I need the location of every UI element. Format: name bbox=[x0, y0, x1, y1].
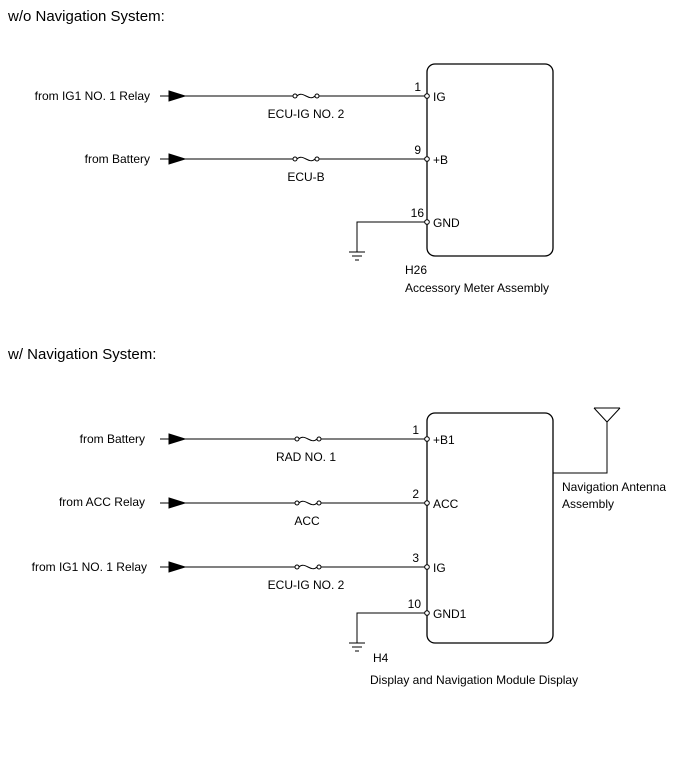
pin-number: 1 bbox=[414, 80, 421, 94]
connector-code: H4 bbox=[373, 651, 389, 665]
section-heading: w/ Navigation System: bbox=[7, 346, 156, 363]
terminal-label: +B1 bbox=[433, 433, 455, 447]
fuse-icon bbox=[294, 564, 322, 570]
ground-icon bbox=[349, 251, 365, 261]
terminal-pin bbox=[424, 436, 430, 442]
antenna-wire bbox=[553, 422, 608, 474]
terminal-label: IG bbox=[433, 561, 446, 575]
pin-number: 2 bbox=[412, 487, 419, 501]
terminal-pin bbox=[424, 156, 430, 162]
terminal-label: IG bbox=[433, 90, 446, 104]
ground-wire bbox=[356, 612, 425, 643]
section-heading: w/o Navigation System: bbox=[7, 8, 165, 25]
source-arrow-icon bbox=[160, 561, 187, 573]
fuse-icon bbox=[292, 156, 320, 162]
pin-number: 3 bbox=[412, 551, 419, 565]
source-label: from Battery bbox=[80, 432, 145, 446]
source-label: from IG1 NO. 1 Relay bbox=[35, 89, 150, 103]
fuse-label: ECU-B bbox=[287, 170, 324, 184]
source-label: from IG1 NO. 1 Relay bbox=[32, 560, 147, 574]
source-arrow-icon bbox=[160, 497, 187, 509]
antenna-icon bbox=[593, 407, 621, 423]
component-name: Accessory Meter Assembly bbox=[405, 281, 549, 295]
antenna-label: Assembly bbox=[562, 497, 614, 511]
source-label: from ACC Relay bbox=[59, 495, 145, 509]
source-arrow-icon bbox=[160, 153, 187, 165]
fuse-label: ECU-IG NO. 2 bbox=[268, 107, 345, 121]
antenna-label: Navigation Antenna bbox=[562, 480, 666, 494]
source-label: from Battery bbox=[85, 152, 150, 166]
fuse-icon bbox=[292, 93, 320, 99]
terminal-pin bbox=[424, 500, 430, 506]
source-arrow-icon bbox=[160, 90, 187, 102]
terminal-pin bbox=[424, 219, 430, 225]
terminal-label: +B bbox=[433, 153, 448, 167]
fuse-label: ACC bbox=[294, 514, 320, 528]
display-navigation-module-box bbox=[426, 412, 554, 644]
fuse-label: ECU-IG NO. 2 bbox=[268, 578, 345, 592]
pin-number: 9 bbox=[414, 143, 421, 157]
pin-number: 16 bbox=[411, 206, 425, 220]
connector-code: H26 bbox=[405, 263, 427, 277]
terminal-pin bbox=[424, 93, 430, 99]
fuse-icon bbox=[294, 436, 322, 442]
fuse-icon bbox=[294, 500, 322, 506]
terminal-label: ACC bbox=[433, 497, 459, 511]
terminal-label: GND bbox=[433, 216, 460, 230]
ground-wire bbox=[356, 221, 425, 252]
component-name: Display and Navigation Module Display bbox=[370, 673, 578, 687]
ground-icon bbox=[349, 642, 365, 652]
pin-number: 10 bbox=[408, 597, 422, 611]
terminal-label: GND1 bbox=[433, 607, 467, 621]
terminal-pin bbox=[424, 564, 430, 570]
terminal-pin bbox=[424, 610, 430, 616]
fuse-label: RAD NO. 1 bbox=[276, 450, 336, 464]
source-arrow-icon bbox=[160, 433, 187, 445]
pin-number: 1 bbox=[412, 423, 419, 437]
